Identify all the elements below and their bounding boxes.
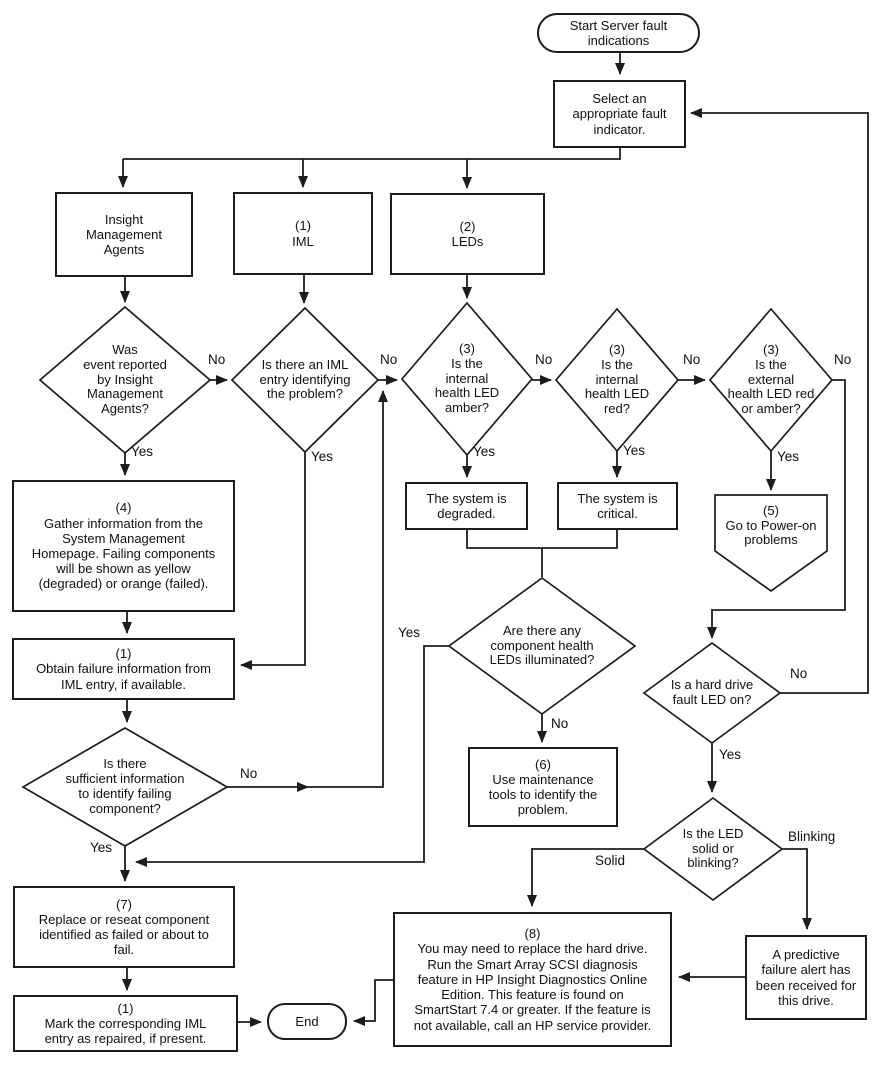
- node-system-degraded: The system is degraded.: [405, 482, 528, 530]
- edge-label-yes-imlentry: Yes: [311, 449, 334, 464]
- node-mark-iml-repaired: (1) Mark the corresponding IML entry as …: [13, 995, 238, 1052]
- decision-sufficient-info-text: Is there sufficient information to ident…: [65, 756, 185, 816]
- node-leds: (2) LEDs: [390, 193, 545, 275]
- decision-solid-blinking-text: Is the LED solid or blinking?: [682, 825, 744, 871]
- edge-label-solid: Solid: [595, 853, 626, 868]
- decision-hard-drive-text: Is a hard drive fault LED on?: [670, 677, 754, 707]
- node-select-fault-indicator: Select an appropriate fault indicator.: [553, 80, 686, 148]
- node-gather-information: (4) Gather information from the System M…: [12, 480, 235, 612]
- decision-component-leds-text: Are there any component health LEDs illu…: [489, 622, 595, 668]
- offpage-connector-power-on-shape: [714, 494, 828, 593]
- decision-iml-entry-text: Is there an IML entry identifying the pr…: [259, 356, 351, 402]
- edge-label-no-red: No: [683, 352, 701, 367]
- edge-select-branch-trunk: [123, 148, 621, 160]
- decision-internal-red-text: (3) Is the internal health LED red?: [584, 341, 650, 417]
- node-end-terminator: End: [267, 1003, 347, 1040]
- decision-event-reported-text: Was event reported by Insight Management…: [83, 341, 167, 417]
- node-obtain-failure-info: (1) Obtain failure information from IML …: [12, 638, 235, 700]
- edge-yes-component-to-mainline: [135, 645, 449, 867]
- edge-label-yes-harddrive: Yes: [719, 747, 742, 762]
- node-start-terminator: Start Server fault indications: [537, 13, 700, 53]
- edge-blinking-to-predictive: [782, 848, 812, 930]
- edge-label-no-sufficient: No: [240, 766, 258, 781]
- edge-no-sufficient-return: [308, 390, 388, 788]
- edge-label-yes-sufficient: Yes: [90, 840, 113, 855]
- edge-label-yes-red: Yes: [623, 443, 646, 458]
- edge-label-yes-component: Yes: [398, 625, 421, 640]
- edge-solid-to-hddreplace: [527, 848, 644, 907]
- edge-label-yes-external: Yes: [777, 449, 800, 464]
- edge-label-no-component: No: [551, 716, 569, 731]
- decision-external-led-text: (3) Is the external health LED red or am…: [727, 341, 815, 417]
- edge-label-no-event: No: [208, 352, 226, 367]
- node-use-maintenance-tools: (6) Use maintenance tools to identify th…: [468, 747, 618, 827]
- edge-hddreplace-to-end: [353, 979, 393, 1026]
- decision-internal-amber-text: (3) Is the internal health LED amber?: [434, 340, 500, 416]
- edge-label-no-imlentry: No: [380, 352, 398, 367]
- edge-degraded-critical-merge: [466, 530, 618, 577]
- edge-label-no-amber: No: [535, 352, 553, 367]
- node-replace-reseat-component: (7) Replace or reseat component identifi…: [13, 886, 235, 968]
- edge-yes-imlentry-to-obtain: [240, 452, 306, 670]
- node-iml: (1) IML: [233, 192, 373, 275]
- node-predictive-failure-alert: A predictive failure alert has been rece…: [745, 935, 867, 1020]
- edge-label-no-harddrive: No: [790, 666, 808, 681]
- edge-no-external-to-harddrive: [707, 379, 846, 639]
- offpage-connector-power-on-text: (5) Go to Power-on problems: [725, 502, 817, 548]
- node-system-critical: The system is critical.: [557, 482, 678, 530]
- node-replace-hard-drive: (8) You may need to replace the hard dri…: [393, 912, 672, 1047]
- edge-label-yes-amber: Yes: [473, 444, 496, 459]
- node-insight-management-agents: Insight Management Agents: [55, 192, 193, 277]
- decision-solid-blinking-shape: [642, 796, 784, 902]
- edge-no-harddrive-to-select: [690, 108, 869, 694]
- edge-label-blinking: Blinking: [788, 829, 836, 844]
- edge-label-yes-event: Yes: [131, 444, 154, 459]
- edge-label-no-external: No: [834, 352, 852, 367]
